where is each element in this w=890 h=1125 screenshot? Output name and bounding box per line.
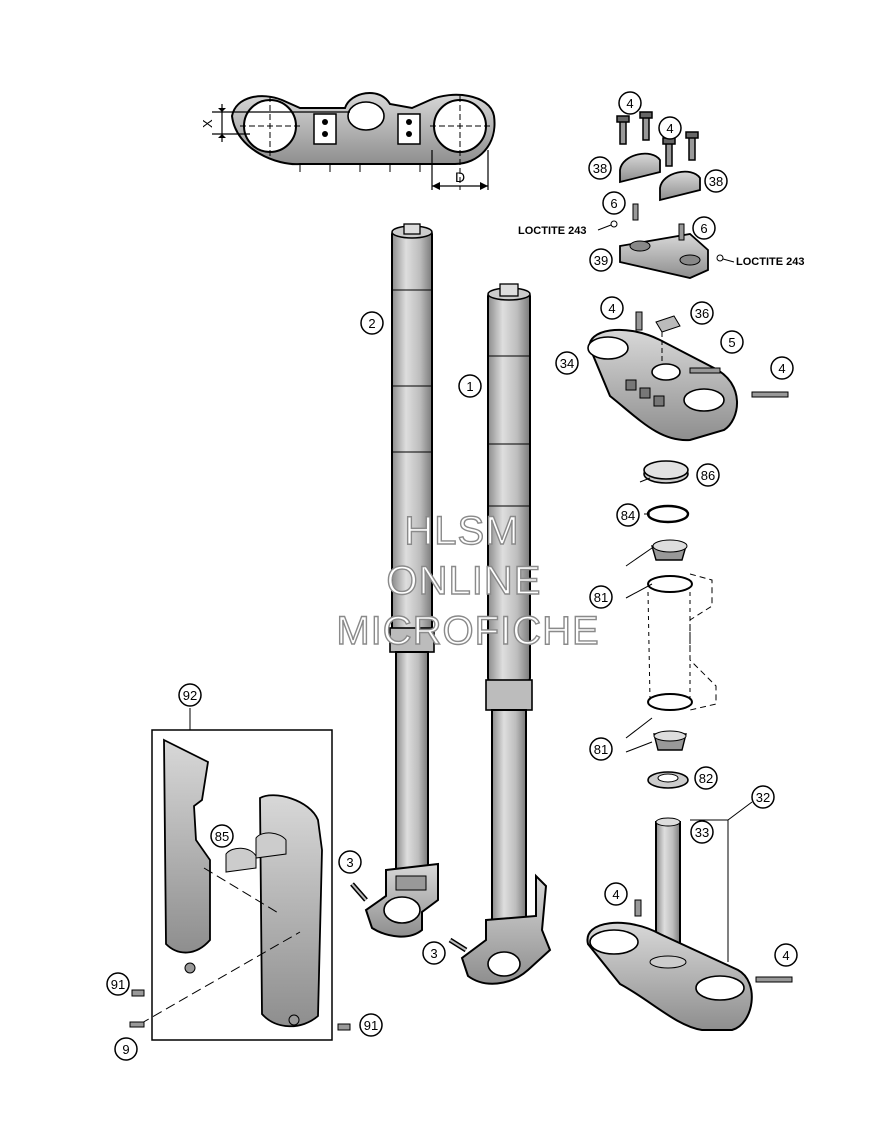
svg-text:38: 38 [593,161,607,176]
svg-text:38: 38 [709,174,723,189]
dimension-x-label: X [200,119,215,128]
fork-leg-1 [460,283,552,985]
svg-text:39: 39 [594,253,608,268]
watermark: HLSM ONLINE MICROFICHE [336,508,600,653]
callout-labels: 92 2 1 3 3 85 91 9 91 4 4 38 38 6 6 [106,91,798,1061]
svg-text:4: 4 [778,361,785,376]
callout-38-right: 38 [704,169,728,193]
callout-82: 82 [694,766,718,790]
callout-86: 86 [696,463,720,487]
callout-6-right: 6 [692,216,716,240]
svg-text:1: 1 [466,379,473,394]
callout-91-right: 91 [359,1013,383,1037]
callout-81-upper: 81 [589,585,613,609]
svg-text:91: 91 [364,1018,378,1033]
svg-text:81: 81 [594,590,608,605]
callout-32: 32 [751,785,775,809]
loctite-label-right: LOCTITE 243 [736,256,804,268]
svg-text:82: 82 [699,771,713,786]
watermark-line-2: ONLINE [387,559,542,603]
svg-text:34: 34 [560,356,574,371]
callout-4-clamp: 4 [600,296,624,320]
svg-text:2: 2 [368,316,375,331]
dimension-d-label: D [455,169,465,185]
lower-triple-clamp-32 [586,817,793,1031]
watermark-line-1: HLSM [404,509,519,553]
svg-text:3: 3 [346,855,353,870]
svg-text:36: 36 [695,306,709,321]
callout-91-left: 91 [106,972,130,996]
svg-text:5: 5 [728,335,735,350]
upper-triple-clamp-dimension-drawing: X D [200,91,496,190]
svg-text:9: 9 [122,1042,129,1057]
callout-2: 2 [360,311,384,335]
callout-4-top-left: 4 [618,91,642,115]
callout-33: 33 [690,820,714,844]
fork-guard-set-92 [129,729,351,1041]
callout-3-lower: 3 [422,941,446,965]
screw-3-upper [350,882,368,902]
upper-triple-clamp-34 [587,311,789,442]
leader-lines [189,477,753,821]
svg-text:6: 6 [610,196,617,211]
svg-text:91: 91 [111,977,125,992]
callout-36: 36 [690,301,714,325]
callout-81-lower: 81 [589,737,613,761]
callout-85: 85 [210,824,234,848]
watermark-line-3: MICROFICHE [336,609,599,653]
loctite-label-left: LOCTITE 243 [518,225,586,237]
callout-3-upper: 3 [338,850,362,874]
svg-text:92: 92 [183,688,197,703]
svg-text:6: 6 [700,221,707,236]
svg-text:81: 81 [594,742,608,757]
callout-4-lower-clamp: 4 [604,882,628,906]
handlebar-clamp-assembly [597,111,735,279]
callout-4-top-right: 4 [658,116,682,140]
callout-6-left: 6 [602,191,626,215]
callout-38-left: 38 [588,156,612,180]
svg-text:4: 4 [782,948,789,963]
callout-34: 34 [555,351,579,375]
callout-4-clamp-right: 4 [770,356,794,380]
svg-text:85: 85 [215,829,229,844]
svg-text:33: 33 [695,825,709,840]
callout-5: 5 [720,330,744,354]
callout-9: 9 [114,1037,138,1061]
svg-text:84: 84 [621,508,635,523]
callout-39: 39 [589,248,613,272]
callout-1: 1 [458,374,482,398]
bearing-stack [643,460,717,789]
callout-92: 92 [178,683,202,707]
callout-4-lower-right: 4 [774,943,798,967]
svg-text:4: 4 [666,121,673,136]
fork-leg-2 [364,223,439,938]
callout-84: 84 [616,503,640,527]
svg-text:4: 4 [612,887,619,902]
svg-text:4: 4 [608,301,615,316]
screw-3-lower [448,937,468,953]
svg-text:32: 32 [756,790,770,805]
svg-text:4: 4 [626,96,633,111]
svg-text:3: 3 [430,946,437,961]
svg-text:86: 86 [701,468,715,483]
